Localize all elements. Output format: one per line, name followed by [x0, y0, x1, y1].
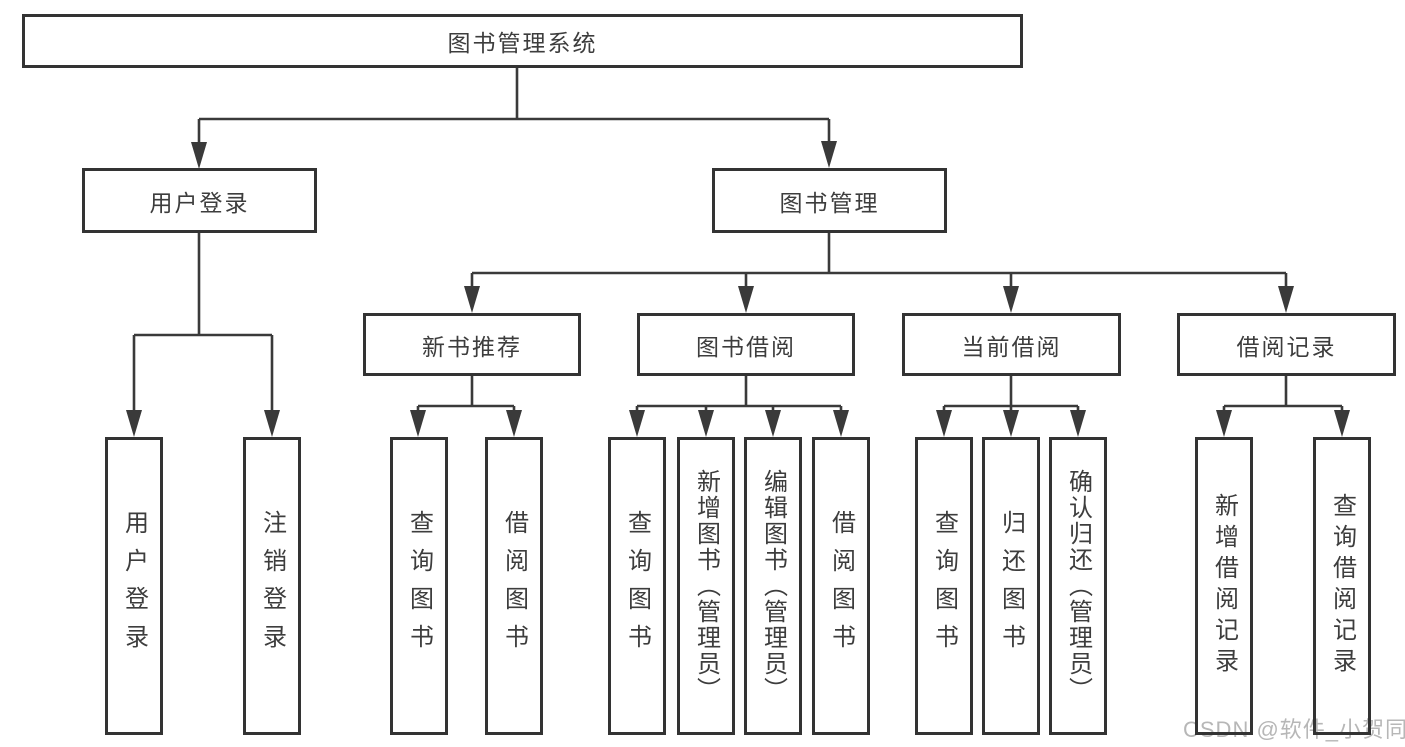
leaf-borrow-books: 借阅图书 [812, 437, 870, 735]
node-book-borrowing-label: 图书借阅 [696, 333, 796, 360]
leaf-search-books-current-label: 查询图书 [930, 510, 958, 662]
arrowheads [126, 141, 1350, 437]
node-library-management-system: 图书管理系统 [22, 14, 1023, 68]
leaf-search-books-recommend-label: 查询图书 [405, 510, 433, 662]
leaf-add-books-admin-label: 新增图书（管理员） [692, 469, 720, 703]
leaf-return-books: 归还图书 [982, 437, 1040, 735]
leaf-user-login: 用户登录 [105, 437, 163, 735]
leaf-add-books-admin: 新增图书（管理员） [677, 437, 735, 735]
leaf-search-books-borrowing: 查询图书 [608, 437, 666, 735]
leaf-confirm-return-admin-label: 确认归还（管理员） [1064, 469, 1092, 703]
leaf-edit-books-admin-label: 编辑图书（管理员） [759, 469, 787, 703]
leaf-search-books-borrowing-label: 查询图书 [623, 510, 651, 662]
node-user-login: 用户登录 [82, 168, 317, 233]
node-new-book-recommend-label: 新书推荐 [422, 333, 522, 360]
node-library-management-system-label: 图书管理系统 [447, 30, 598, 56]
leaf-add-borrow-record-label: 新增借阅记录 [1210, 493, 1238, 679]
node-user-login-label: 用户登录 [149, 189, 250, 216]
leaf-edit-books-admin: 编辑图书（管理员） [744, 437, 802, 735]
leaf-search-borrow-record: 查询借阅记录 [1313, 437, 1371, 735]
node-current-borrowing: 当前借阅 [902, 313, 1121, 376]
leaf-return-books-label: 归还图书 [997, 510, 1025, 662]
leaf-add-borrow-record: 新增借阅记录 [1195, 437, 1253, 735]
node-book-management-label: 图书管理 [779, 189, 880, 216]
node-book-borrowing: 图书借阅 [637, 313, 855, 376]
leaf-confirm-return-admin: 确认归还（管理员） [1049, 437, 1107, 735]
leaf-search-books-current: 查询图书 [915, 437, 973, 735]
leaf-logout: 注销登录 [243, 437, 301, 735]
leaf-search-books-recommend: 查询图书 [390, 437, 448, 735]
node-borrowing-records-label: 借阅记录 [1236, 333, 1337, 360]
node-borrowing-records: 借阅记录 [1177, 313, 1396, 376]
leaf-borrow-books-recommend: 借阅图书 [485, 437, 543, 735]
node-current-borrowing-label: 当前借阅 [961, 333, 1062, 360]
leaf-search-borrow-record-label: 查询借阅记录 [1328, 493, 1356, 679]
node-book-management: 图书管理 [712, 168, 947, 233]
leaf-logout-label: 注销登录 [258, 510, 286, 662]
node-new-book-recommend: 新书推荐 [363, 313, 581, 376]
leaf-borrow-books-label: 借阅图书 [827, 510, 855, 662]
leaf-user-login-label: 用户登录 [120, 510, 148, 662]
leaf-borrow-books-recommend-label: 借阅图书 [500, 510, 528, 662]
